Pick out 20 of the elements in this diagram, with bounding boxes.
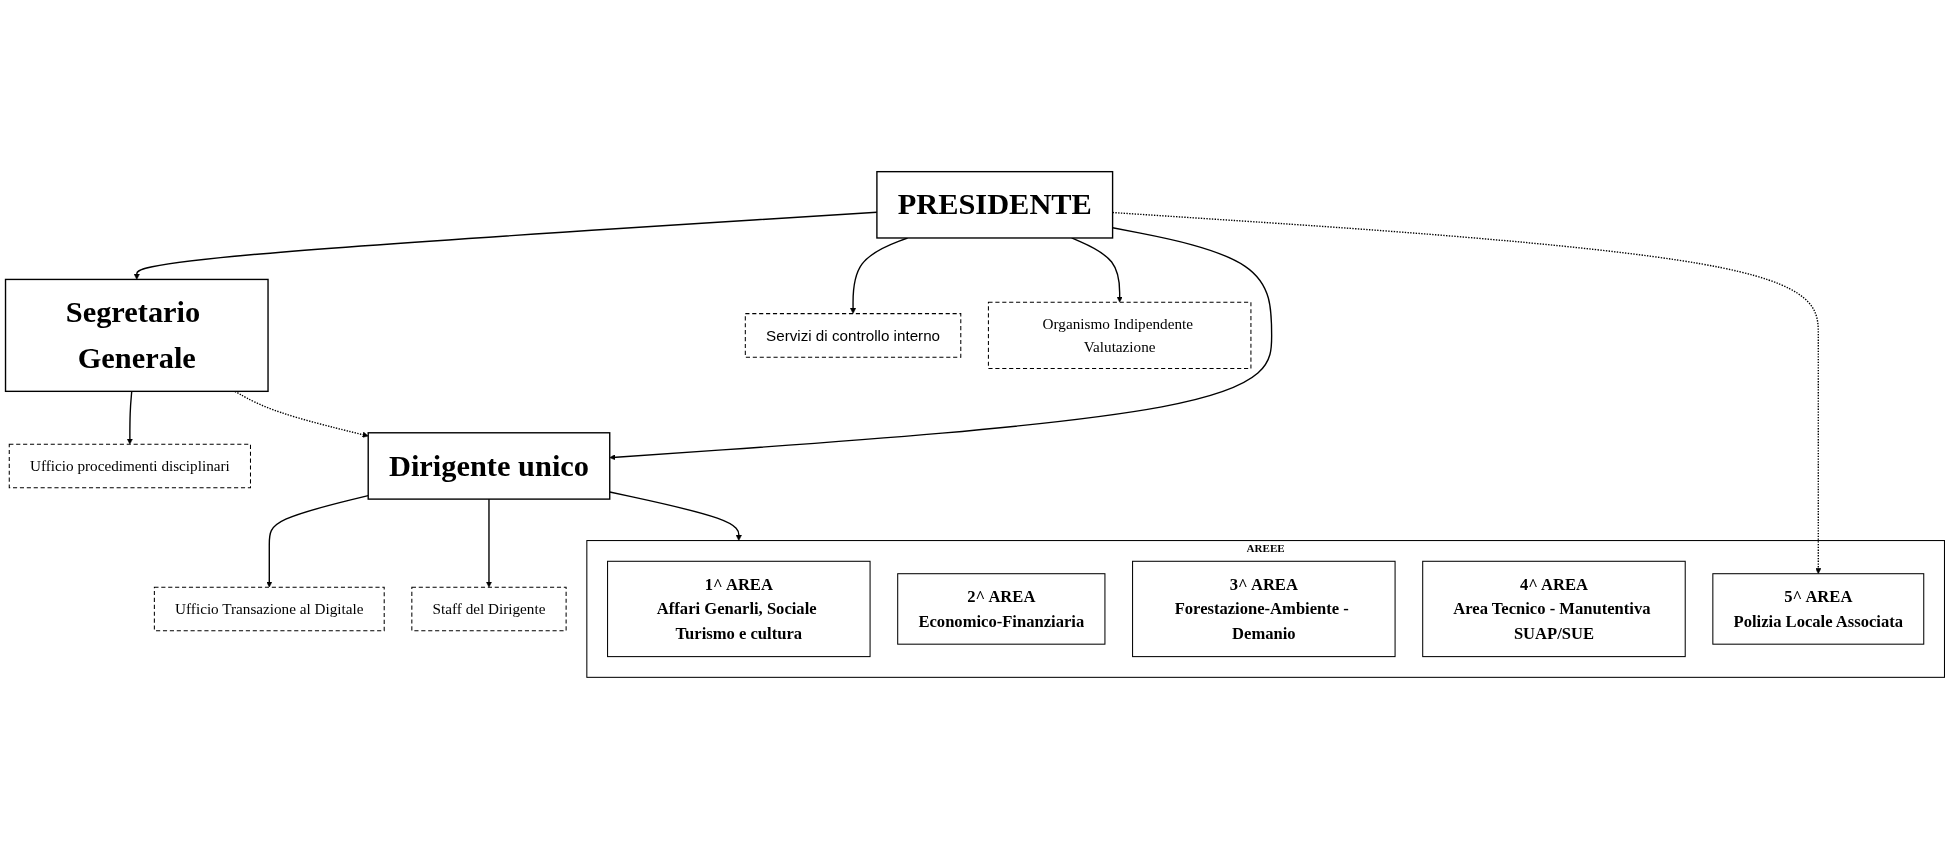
arrow — [609, 491, 742, 541]
node-box: Organismo Indipendente Valutazione — [987, 301, 1252, 370]
node-box: 2^ AREA Economico-Finanziaria — [897, 573, 1106, 645]
node-box: PRESIDENTE — [876, 170, 1114, 239]
arrow — [485, 498, 492, 588]
arrow — [266, 494, 369, 588]
node-box: 1^ AREA Affari Genarli, Sociale Turismo e cultura — [607, 560, 871, 658]
node-box: Ufficio Transazione al Digitale — [153, 586, 385, 632]
arrow — [126, 390, 133, 445]
node-box: 4^ AREA Area Tecnico - Manutentiva SUAP/SUE — [1422, 560, 1686, 658]
node-box: Ufficio procedimenti disciplinari — [8, 443, 251, 489]
node-box: Servizi di controllo interno — [744, 313, 962, 358]
node-box: Segretario Generale — [4, 278, 269, 393]
node-box: Dirigente unico — [367, 432, 611, 500]
arrow — [234, 390, 369, 438]
arrow — [609, 227, 1273, 461]
node-box: 3^ AREA Forestazione-Ambiente - Demanio — [1132, 560, 1396, 658]
arrow — [1070, 237, 1123, 303]
node-box: 5^ AREA Polizia Locale Associata — [1712, 573, 1925, 645]
node-box: Staff del Dirigente — [411, 586, 567, 632]
